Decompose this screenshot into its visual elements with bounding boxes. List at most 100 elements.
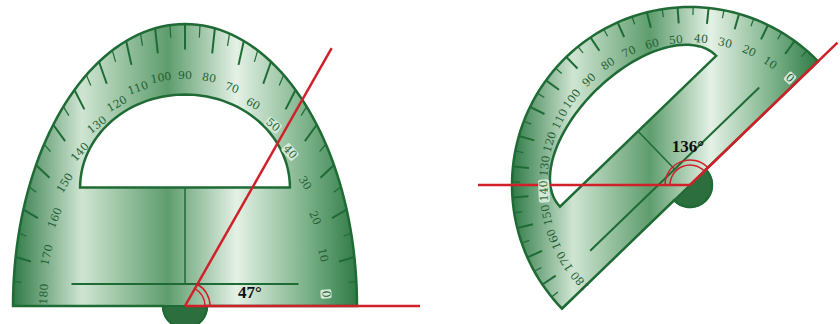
scale-tick [199,25,201,38]
scale-tick [552,292,558,297]
angle-ray [690,43,837,185]
scale-tick [254,50,257,62]
scale-tick [263,62,271,84]
scale-tick [99,62,107,84]
scale-number: 50 [668,33,685,45]
scale-tick [647,12,651,28]
angle-label: 47° [238,284,262,301]
scale-tick [112,50,115,62]
scale-tick [512,181,520,182]
scale-number: 140 [538,179,550,202]
scale-tick [44,144,50,151]
scale-tick [515,151,523,153]
scale-tick [590,37,599,50]
scale-tick [155,28,158,53]
scale-number: 130 [538,154,552,178]
scale-tick [514,212,522,213]
scale-tick [530,107,544,114]
scale-tick [212,28,215,53]
scale-tick [169,25,171,38]
scale-tick [578,47,583,53]
angle-ray [185,305,420,308]
scale-tick [522,240,530,243]
scale-tick [53,125,65,141]
scale-tick [604,29,608,36]
scale-tick [14,281,22,282]
scale-tick [722,10,724,18]
scale-tick [339,257,354,261]
scale-number: 40 [693,33,710,45]
scale-tick [618,22,625,37]
scale-tick [239,41,244,65]
protractor-knob [163,306,207,324]
scale-tick [692,7,693,15]
scale-tick [678,7,679,23]
scale-tick [512,196,528,197]
scale-tick [344,233,351,236]
scale-tick [534,267,541,271]
scale-number: 0 [320,289,331,299]
scale-number: 10 [315,246,329,264]
scale-tick [556,68,562,73]
scale-tick [286,90,296,109]
scale-tick [334,187,341,192]
scale-tick [74,90,84,109]
scale-tick [802,51,807,57]
scale-tick [23,210,38,219]
scale-number: 90 [177,69,193,80]
scale-tick [320,144,326,151]
scale-tick [761,25,768,39]
scale-tick [513,166,529,168]
scale-tick [184,24,186,49]
protractor-knob [674,170,712,207]
scale-tick [524,121,531,124]
scale-tick [662,9,663,17]
angle-arc [670,165,704,185]
scale-tick [632,17,635,25]
centre-line [638,131,675,169]
scale-tick [16,257,31,261]
scale-tick [517,224,533,228]
scale-tick [126,41,131,65]
scale-tick [36,165,49,178]
scale-tick [140,34,142,46]
angle-label: 136° [672,138,704,155]
scale-tick [279,75,283,85]
protractor-body [512,7,818,309]
protractor [13,24,357,324]
base-edge [590,88,759,251]
scale-tick [542,276,555,285]
angle-ray [478,184,690,187]
scale-number: 180 [38,282,50,306]
angle-ray [185,48,332,306]
angle-arc [665,160,708,185]
centre-line [184,188,186,284]
scale-tick [228,34,230,46]
scale-tick [29,187,36,192]
scale-tick [735,14,739,29]
scale-tick [19,233,26,236]
scale-tick [707,8,709,24]
protractor [512,7,818,309]
protractor-body [13,24,357,324]
scale-tick [751,19,754,26]
scale-tick [527,251,542,258]
scale-tick [519,136,534,140]
scale-tick [566,57,577,69]
scale-tick [349,281,357,282]
scale-tick [13,305,28,307]
angle-arc [195,289,205,306]
scale-tick [321,165,334,178]
scale-tick [86,75,90,85]
angle-arc [197,284,210,306]
scale-tick [562,298,574,309]
scale-tick [305,125,317,141]
scale-tick [785,41,794,54]
scale-tick [332,210,347,219]
scale-number: 80 [200,71,218,85]
scale-tick [301,107,306,116]
scale-tick [778,32,782,39]
scale-tick [63,107,68,116]
scale-tick [546,80,559,89]
